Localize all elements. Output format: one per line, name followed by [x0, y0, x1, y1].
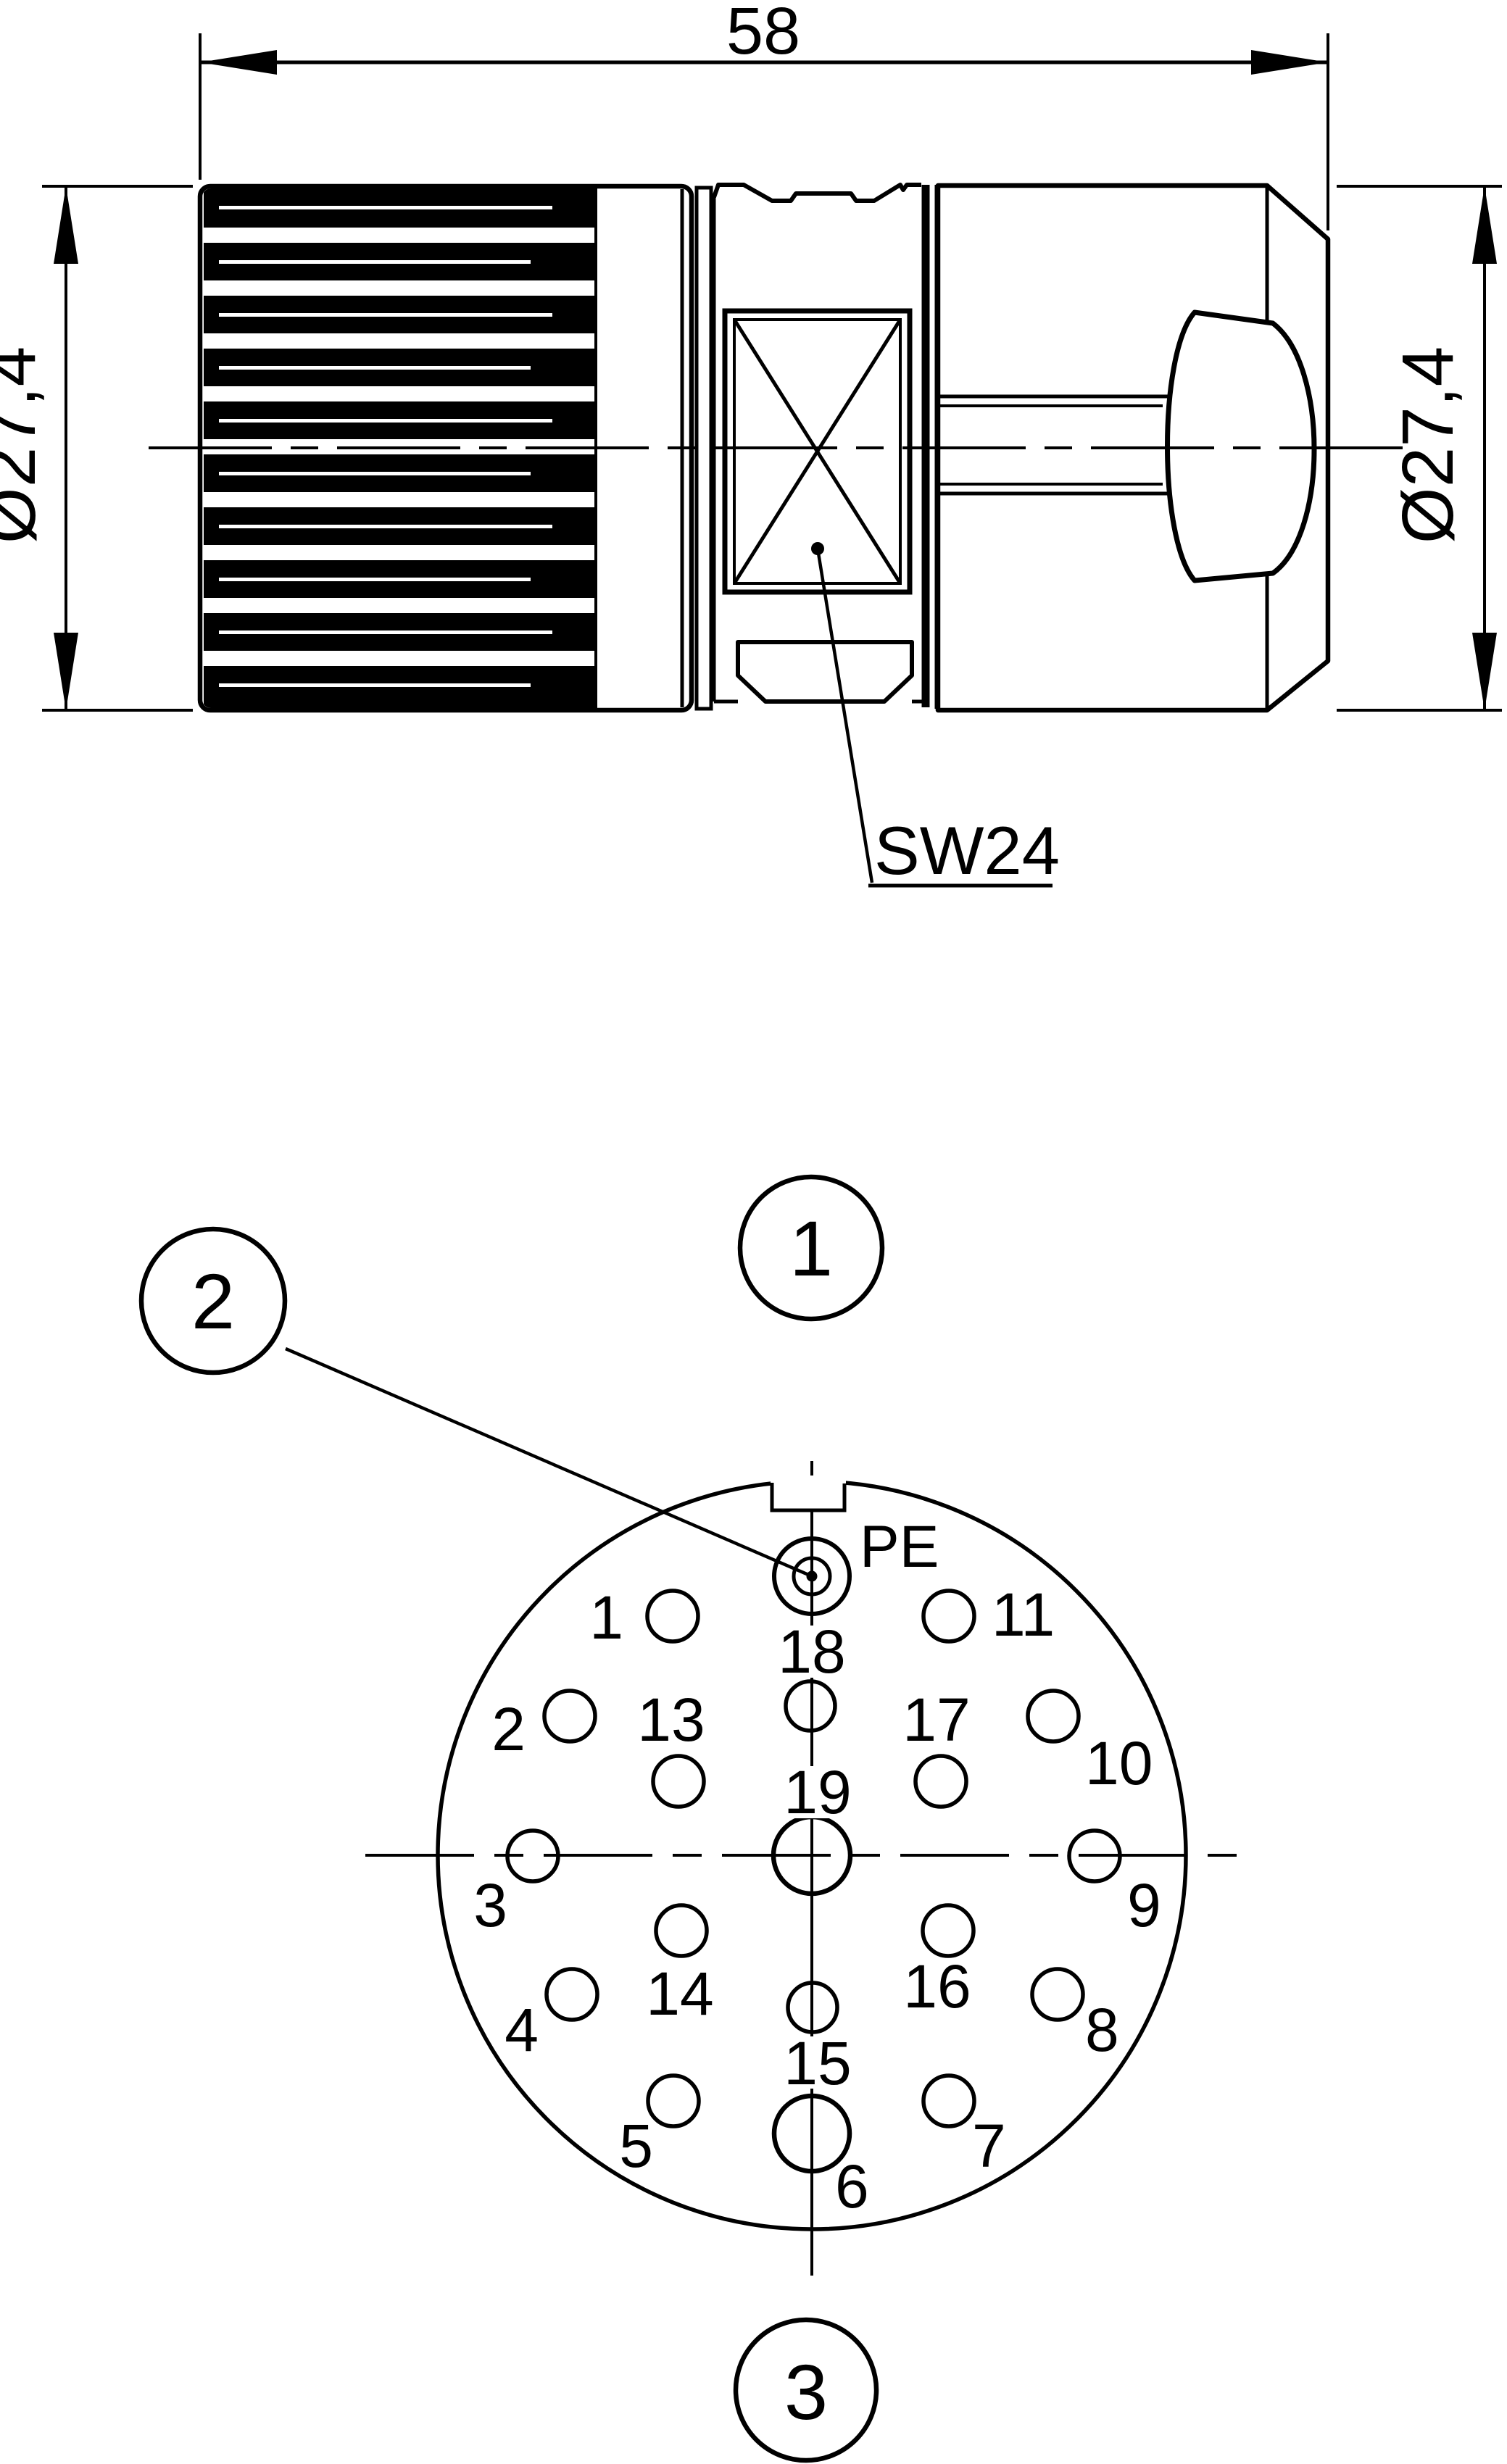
callouts: 1 2 3: [138, 1174, 885, 2463]
callout-1-label: 1: [789, 1204, 833, 1292]
label-bg: [780, 2036, 855, 2089]
callout-2-leader: [285, 1347, 813, 1578]
pin-circle-5: [646, 2073, 701, 2128]
face-view: 1 2 3 4 5 6 7 8 9 10 11 13 14 15 16 17 1…: [138, 1174, 1256, 2463]
pin-circle-14: [654, 1903, 709, 1958]
dimension-length: 58: [199, 0, 1329, 230]
pin-label-2: 2: [491, 1695, 526, 1763]
callout-3-circle: [733, 2317, 879, 2463]
pin-label-16: 16: [903, 1952, 971, 2020]
dia-right-text: Ø27,4: [1387, 346, 1469, 544]
callout-2-circle: [138, 1226, 288, 1375]
pin-label-17: 17: [902, 1686, 970, 1754]
pin-label-11: 11: [992, 1581, 1055, 1649]
pin-circle-10: [1026, 1689, 1081, 1744]
arrow-down-icon: [54, 633, 78, 710]
pin-label-9: 9: [1127, 1871, 1161, 1939]
arrow-up-icon: [1472, 186, 1497, 264]
pin-circle-4: [544, 1967, 599, 2022]
hex-body-section: [712, 183, 922, 704]
keyway-notch: [770, 1476, 847, 1512]
callout-3-label: 3: [784, 2348, 828, 2436]
pin-labels: 1 2 3 4 5 6 7 8 9 10 11 13 14 15 16 17 1…: [473, 1514, 1161, 2220]
pin-circle-7: [921, 2073, 976, 2128]
pin-circle-2: [542, 1689, 597, 1744]
pin-label-3: 3: [473, 1871, 507, 1939]
pin-label-1: 1: [589, 1583, 623, 1652]
callout-1-circle: [737, 1174, 885, 1322]
pin-label-6: 6: [835, 2152, 869, 2220]
pin-circle-11: [921, 1589, 976, 1644]
arrow-right-icon: [1251, 50, 1328, 75]
pin-label-8: 8: [1085, 1996, 1119, 2064]
pin-circle-8: [1030, 1967, 1085, 2022]
dimension-diameter-right: Ø27,4: [1337, 185, 1502, 712]
pin-circle-17: [913, 1754, 968, 1809]
cable-slot: [736, 640, 914, 704]
pin-label-5: 5: [619, 2112, 653, 2180]
pin-label-14: 14: [646, 1960, 713, 2028]
pin-circle-1: [645, 1589, 700, 1644]
dimension-diameter-left: Ø27,4: [0, 185, 193, 712]
hex-top-profile: [712, 183, 921, 203]
pin-label-19: 19: [784, 1758, 851, 1826]
arrow-left-icon: [200, 50, 277, 75]
label-bg: [776, 1626, 847, 1678]
pin-label-15: 15: [784, 2029, 851, 2097]
pin-label-7: 7: [972, 2112, 1006, 2180]
length-dim-text: 58: [726, 0, 800, 68]
pin-label-4: 4: [505, 1996, 539, 2064]
flat-diagonal: [732, 318, 902, 585]
leader-line: [815, 548, 874, 883]
pin-label-10: 10: [1085, 1729, 1153, 1797]
dia-left-text: Ø27,4: [0, 346, 51, 544]
callout-2-label: 2: [191, 1257, 235, 1345]
wrench-flat-inner: [733, 318, 902, 585]
pin-circle-16: [921, 1903, 976, 1958]
pe-label: PE: [860, 1514, 939, 1580]
wrench-size-callout: SW24: [811, 542, 1060, 888]
pin-circle-13: [651, 1754, 706, 1809]
arrow-up-icon: [54, 186, 78, 264]
pin-label-13: 13: [637, 1686, 705, 1754]
side-view: 58 Ø27,4 Ø27,4: [0, 0, 1502, 888]
arrow-down-icon: [1472, 633, 1497, 710]
pin-label-18: 18: [778, 1618, 845, 1686]
wrench-label-text: SW24: [874, 812, 1060, 888]
lock-ring: [694, 186, 713, 711]
label-bg: [781, 1766, 855, 1818]
knurl-pattern: [204, 188, 594, 708]
